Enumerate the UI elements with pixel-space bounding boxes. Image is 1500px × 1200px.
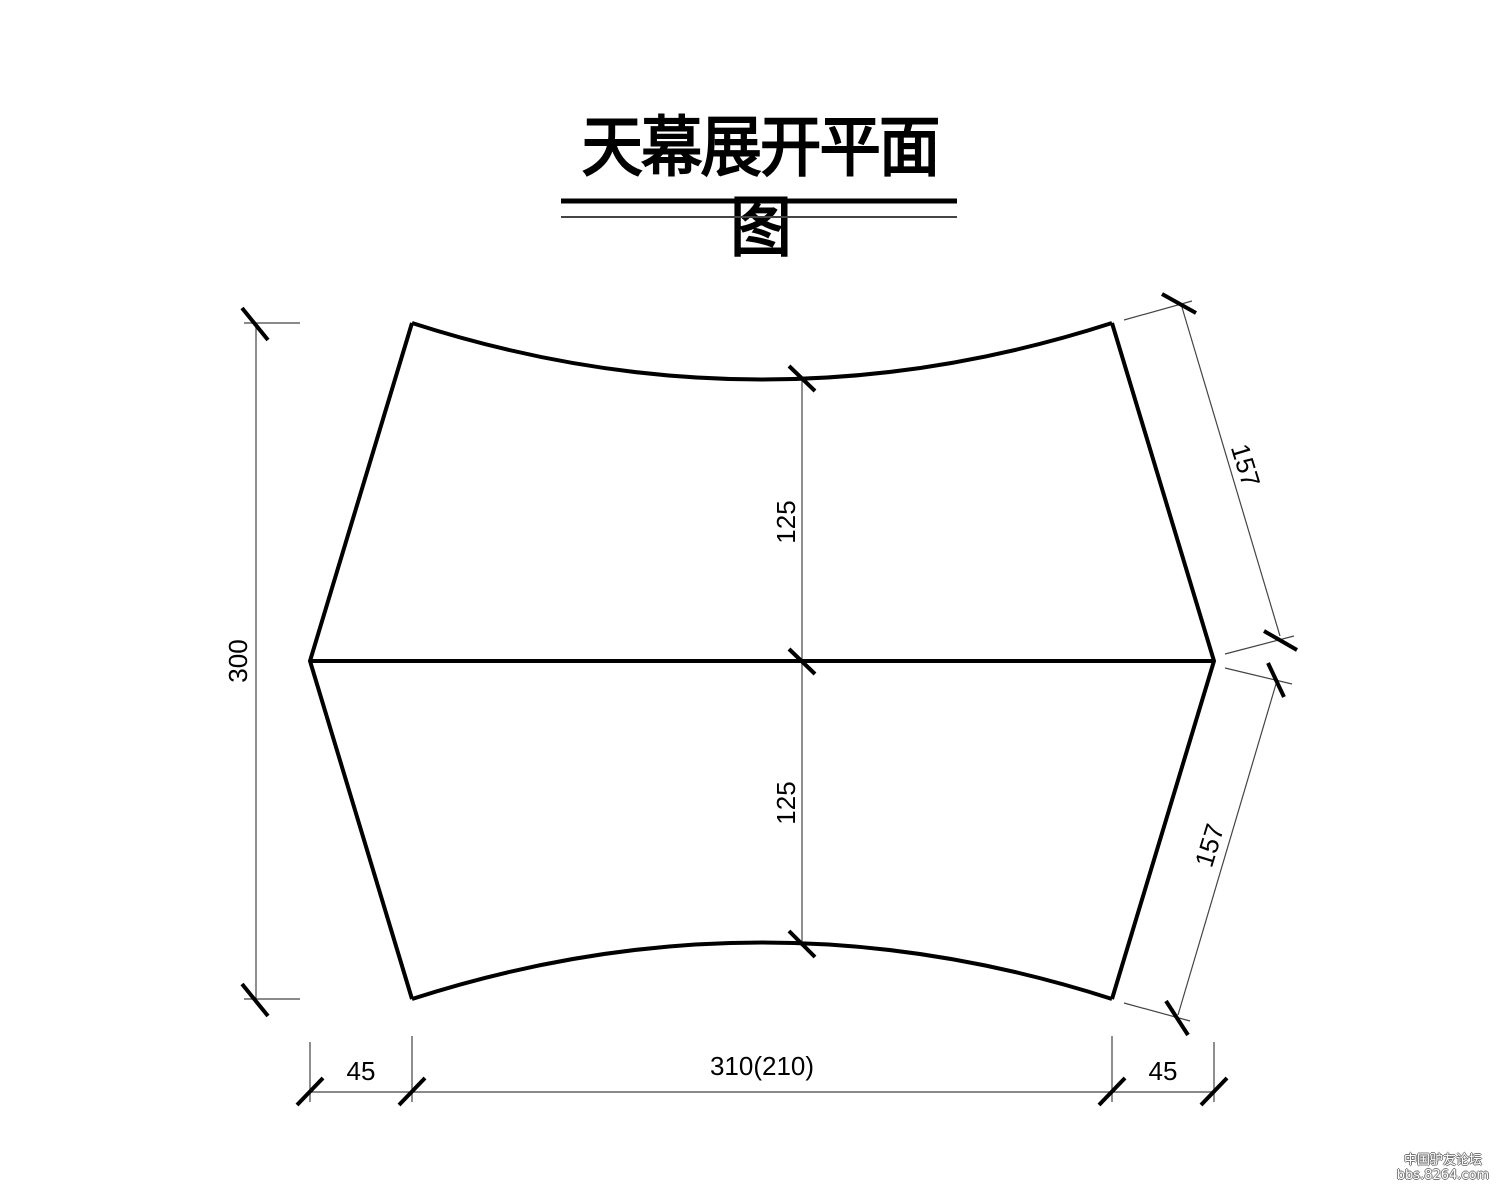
dimension-ticks	[240, 292, 1298, 1107]
dim-right-upper-edge: 157	[1225, 440, 1266, 490]
dim-upper-center: 125	[771, 500, 801, 543]
watermark: 中国驴友论坛 bbs.8264.com	[1393, 1153, 1493, 1183]
dim-right-lower-edge: 157	[1189, 820, 1230, 870]
title-underline	[561, 198, 957, 218]
watermark-line1: 中国驴友论坛	[1403, 1153, 1482, 1168]
dimension-lines	[244, 300, 1295, 1102]
dim-bottom-left: 45	[347, 1056, 376, 1086]
tarp-outline	[307, 321, 1217, 1001]
dim-lower-center: 125	[771, 781, 801, 824]
dim-overall-height: 300	[223, 639, 253, 682]
dim-bottom-right: 45	[1149, 1056, 1178, 1086]
dim-bottom-center: 310(210)	[710, 1051, 814, 1081]
dimension-labels: 300 125 125 157 157 45 310(210) 45	[223, 440, 1266, 1086]
watermark-line2: bbs.8264.com	[1396, 1168, 1490, 1183]
